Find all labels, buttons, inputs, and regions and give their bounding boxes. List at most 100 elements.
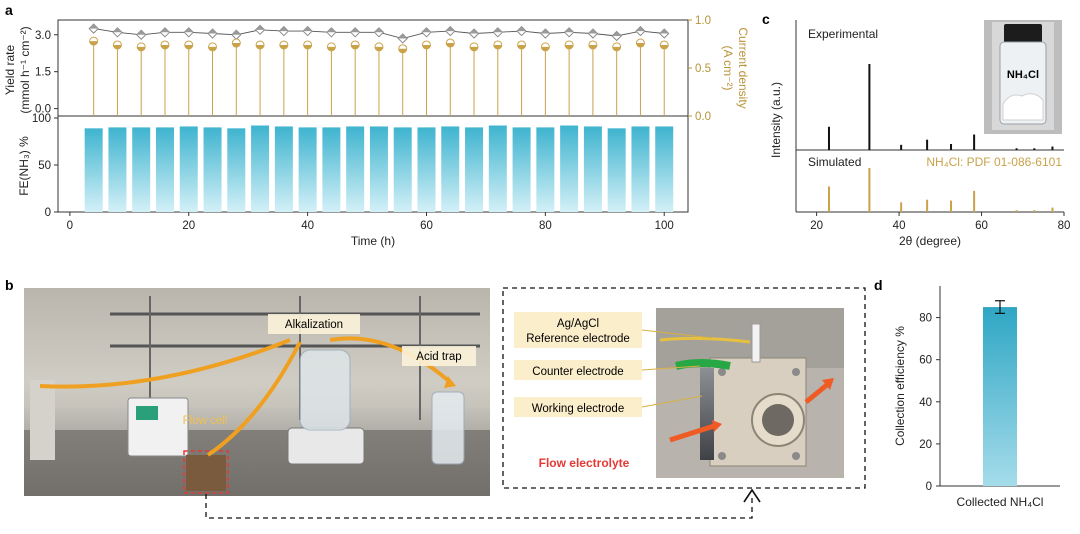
current-density-point-fill bbox=[612, 46, 621, 51]
panel-letter-a: a bbox=[5, 2, 13, 18]
fe-bar bbox=[417, 127, 436, 212]
collection-efficiency-bar bbox=[983, 307, 1017, 486]
experimental-peak bbox=[1051, 146, 1054, 150]
c-label-experimental: Experimental bbox=[808, 27, 878, 41]
fe-bar bbox=[155, 127, 174, 212]
current-density-point-fill bbox=[256, 44, 265, 49]
fe-bar bbox=[607, 128, 626, 212]
label-working-bg bbox=[514, 397, 642, 417]
label-acid-trap: Acid trap bbox=[416, 351, 461, 363]
current-density-point-fill bbox=[208, 46, 217, 51]
current-density-point-fill bbox=[446, 43, 455, 48]
simulated-peak bbox=[926, 199, 929, 212]
fe-bar bbox=[298, 127, 317, 212]
yield-rate-point-fill bbox=[350, 27, 360, 33]
a-top-left-tick-label: 0.0 bbox=[35, 104, 51, 116]
yield-rate-point-fill bbox=[564, 27, 574, 33]
inset-dashed-box bbox=[502, 287, 866, 489]
a-x-tick-label: 100 bbox=[655, 220, 674, 232]
fe-bar bbox=[251, 125, 270, 212]
yield-rate-point-fill bbox=[398, 33, 408, 39]
label-ref-line1: Ag/AgCl bbox=[557, 318, 599, 330]
fe-bar bbox=[179, 126, 198, 212]
yield-rate-point-fill bbox=[421, 27, 431, 33]
fe-bar bbox=[203, 127, 222, 212]
a-top-right-tick-label: 0.0 bbox=[695, 111, 711, 123]
fe-bar bbox=[655, 126, 674, 212]
yield-rate-point-fill bbox=[588, 29, 598, 34]
a-ylabel-right-line1: Current density bbox=[736, 27, 750, 108]
yield-rate-point-fill bbox=[112, 27, 122, 33]
c-x-tick-label: 60 bbox=[975, 220, 988, 232]
yield-rate-point-fill bbox=[612, 31, 622, 36]
d-y-tick-label: 40 bbox=[919, 397, 932, 409]
c-x-tick-label: 80 bbox=[1058, 220, 1071, 232]
a-top-plot bbox=[88, 23, 670, 116]
current-density-point-fill bbox=[232, 43, 241, 48]
fe-bar bbox=[536, 127, 555, 212]
d-ylabel: Collection efficiency % bbox=[893, 326, 907, 446]
yield-rate-point-fill bbox=[184, 27, 194, 33]
fe-bar bbox=[322, 127, 341, 212]
a-ylabel-left-line2: (mmol h⁻¹ cm⁻²) bbox=[18, 26, 32, 113]
a-x-tick-label: 80 bbox=[539, 220, 552, 232]
yield-rate-point-fill bbox=[469, 29, 479, 34]
yield-rate-point-fill bbox=[208, 29, 218, 34]
a-x-tick-label: 40 bbox=[301, 220, 314, 232]
current-density-point-fill bbox=[279, 44, 288, 49]
yield-rate-point-fill bbox=[160, 27, 170, 33]
current-density-point-fill bbox=[351, 44, 360, 49]
label-flow-electrolyte: Flow electrolyte bbox=[539, 456, 630, 470]
label-flow-cell: Flow cell bbox=[183, 415, 228, 427]
label-ref-line2: Reference electrode bbox=[526, 333, 630, 345]
leader-counter bbox=[641, 365, 701, 371]
label-alkalization: Alkalization bbox=[285, 319, 343, 331]
current-density-point-fill bbox=[374, 46, 383, 51]
fe-bar bbox=[583, 126, 602, 212]
experimental-peak bbox=[1015, 148, 1018, 150]
yield-rate-point-fill bbox=[303, 26, 313, 32]
d-category-label: Collected NH₄Cl bbox=[957, 495, 1044, 509]
fe-bar bbox=[369, 126, 388, 212]
lab-setup-photo: Alkalization Acid trap Flow cell bbox=[24, 288, 490, 496]
yield-rate-point-fill bbox=[89, 24, 99, 29]
a-bottom-left-tick-label: 0 bbox=[45, 207, 51, 219]
d-y-tick-label: 0 bbox=[926, 481, 932, 493]
a-x-tick-label: 60 bbox=[420, 220, 433, 232]
current-density-point-fill bbox=[303, 44, 312, 49]
a-bottom-left-tick-label: 100 bbox=[32, 113, 51, 125]
d-y-tick-label: 20 bbox=[919, 439, 932, 451]
a-bottom-plot bbox=[84, 125, 674, 212]
simulated-peak bbox=[1051, 207, 1054, 212]
fe-bar bbox=[488, 125, 507, 212]
d-plot bbox=[983, 300, 1017, 486]
c-label-pdf: NH₄Cl: PDF 01-086-6101 bbox=[926, 155, 1062, 169]
experimental-peak bbox=[827, 126, 830, 150]
label-working: Working electrode bbox=[532, 403, 624, 415]
leader-working bbox=[641, 395, 703, 408]
fe-bar bbox=[132, 127, 151, 212]
c-xlabel: 2θ (degree) bbox=[899, 234, 961, 248]
experimental-peak bbox=[973, 134, 976, 150]
simulated-peak bbox=[973, 190, 976, 212]
current-density-point-fill bbox=[636, 43, 645, 48]
a-top-left-tick-label: 1.5 bbox=[35, 67, 51, 79]
yield-rate-point-fill bbox=[493, 27, 503, 33]
nh4cl-vial-photo: NH₄Cl bbox=[984, 20, 1062, 134]
yield-rate-point-fill bbox=[326, 27, 336, 33]
experimental-peak bbox=[926, 139, 929, 150]
current-density-point-fill bbox=[470, 46, 479, 51]
current-density-point-fill bbox=[327, 46, 336, 51]
a-top-right-tick-label: 0.5 bbox=[695, 63, 711, 75]
fe-bar bbox=[274, 126, 293, 212]
yield-rate-point-fill bbox=[374, 27, 384, 33]
yield-rate-point-fill bbox=[231, 30, 241, 35]
a-ylabel-left-line1: Yield rate bbox=[3, 45, 17, 96]
fe-bar bbox=[393, 127, 412, 212]
current-density-point-fill bbox=[517, 44, 526, 49]
current-density-point-fill bbox=[89, 41, 98, 46]
